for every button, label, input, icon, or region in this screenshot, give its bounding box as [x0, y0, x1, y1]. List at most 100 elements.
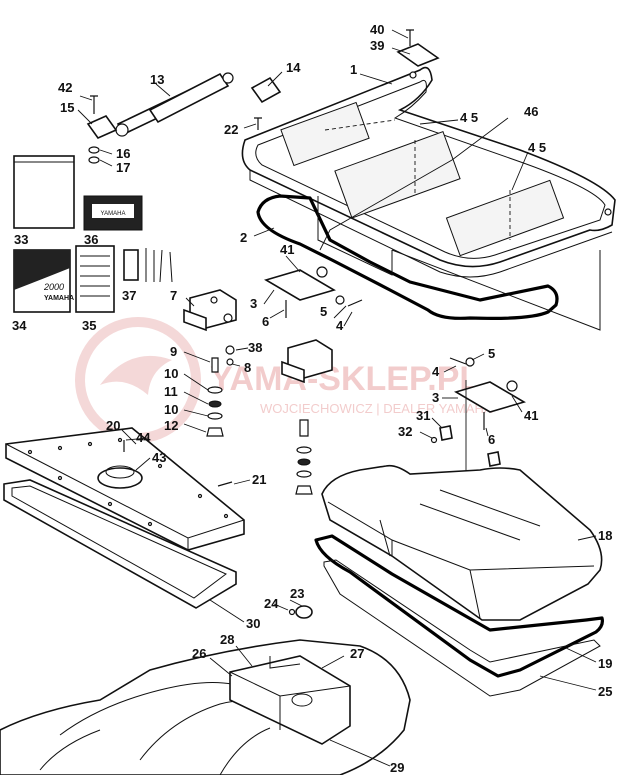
watermark-logo-mark	[100, 355, 172, 395]
part-19-gasket	[314, 534, 604, 678]
callout-22: 22	[224, 122, 238, 137]
watermark-brand: YAMA-SKLEP.PL	[210, 360, 480, 398]
callout-2: 2	[240, 230, 247, 245]
callout-3a: 3	[250, 296, 257, 311]
callout-10a: 10	[164, 366, 178, 381]
part-42-bolt	[90, 95, 98, 114]
callout-29: 29	[390, 760, 404, 775]
callout-14: 14	[286, 60, 301, 75]
video-label: YAMAHA	[101, 211, 126, 217]
callout-5b: 5	[488, 346, 495, 361]
callout-3b: 3	[432, 390, 439, 405]
part-2-frame	[317, 196, 393, 276]
callout-5a: 5	[320, 304, 327, 319]
callout-46: 46	[524, 104, 538, 119]
callout-19: 19	[598, 656, 612, 671]
callout-43: 43	[152, 450, 166, 465]
callout-4a: 4	[336, 318, 344, 333]
callout-39: 39	[370, 38, 384, 53]
callout-45a: 4 5	[460, 110, 478, 125]
part-17-nut	[88, 156, 100, 164]
part-1-lid	[241, 66, 616, 278]
callout-16: 16	[116, 146, 130, 161]
part-34-manual: 2000 YAMAHA	[13, 249, 74, 313]
part-31-clip	[439, 425, 453, 441]
part-25-mat	[323, 559, 601, 697]
leader-lines	[77, 29, 597, 767]
callout-13: 13	[150, 72, 164, 87]
callout-11: 11	[164, 384, 178, 399]
callout-41b: 41	[524, 408, 538, 423]
hull	[0, 639, 411, 775]
callout-41a: 41	[280, 242, 294, 257]
part-22-bolt	[254, 117, 262, 130]
callout-9: 9	[170, 344, 177, 359]
callout-25: 25	[598, 684, 612, 699]
callout-38: 38	[248, 340, 262, 355]
part-8-washer	[226, 358, 234, 366]
callout-31: 31	[416, 408, 430, 423]
part-18-storage-box	[321, 464, 603, 621]
callout-24: 24	[264, 596, 279, 611]
callout-36: 36	[84, 232, 98, 247]
callout-32: 32	[398, 424, 412, 439]
part-37-tool-kit	[123, 248, 173, 283]
part-32-screw	[430, 436, 438, 444]
part-33-sheet	[13, 155, 75, 229]
part-hinge-center	[281, 339, 333, 384]
callout-35: 35	[82, 318, 96, 333]
part-46-gasket	[256, 194, 559, 320]
watermark-sub: WOJCIECHOWICZ | DEALER YAMAHA	[260, 401, 493, 416]
part-14-bracket	[250, 76, 282, 104]
callout-34: 34	[12, 318, 27, 333]
part-43-cap	[97, 465, 143, 489]
part-9-12-stack-left	[206, 357, 224, 437]
part-stack-center	[295, 419, 313, 495]
callout-30: 30	[246, 616, 260, 631]
callout-labels: 1 40 39 14 13 42 15 16 17 22 4 5 46 4 5 …	[12, 22, 612, 775]
callout-17: 17	[116, 160, 130, 175]
part-39-plate	[396, 43, 440, 67]
part-21-screw	[217, 481, 233, 487]
callout-33: 33	[14, 232, 28, 247]
callout-4b: 4	[432, 364, 440, 379]
callout-12: 12	[164, 418, 178, 433]
callout-45b: 4 5	[528, 140, 546, 155]
part-36-video: YAMAHA	[83, 195, 143, 231]
part-3-plate-upper	[264, 269, 336, 301]
callout-7: 7	[170, 288, 177, 303]
callout-28: 28	[220, 632, 234, 647]
callout-1: 1	[350, 62, 357, 77]
callout-15: 15	[60, 100, 74, 115]
callout-6b: 6	[488, 432, 495, 447]
part-clip-2	[487, 451, 501, 467]
callout-18: 18	[598, 528, 612, 543]
part-35-leaflet	[75, 245, 115, 313]
part-24-screw	[288, 608, 296, 616]
part-40-screw	[406, 29, 414, 46]
callout-26: 26	[192, 646, 206, 661]
callout-10b: 10	[164, 402, 178, 417]
callout-27: 27	[350, 646, 364, 661]
callout-42: 42	[58, 80, 72, 95]
callout-37: 37	[122, 288, 136, 303]
callout-8: 8	[244, 360, 251, 375]
manual-label: YAMAHA	[44, 295, 74, 302]
part-7-hinge	[183, 289, 237, 332]
part-5-washer-upper	[335, 295, 345, 305]
callout-23: 23	[290, 586, 304, 601]
callout-44: 44	[136, 430, 151, 445]
callout-40: 40	[370, 22, 384, 37]
part-13-gas-strut	[115, 72, 234, 137]
part-4-bolt-upper	[347, 299, 363, 307]
part-3-plate-lower	[454, 381, 526, 413]
part-23-cap	[295, 605, 313, 619]
callout-20: 20	[106, 418, 120, 433]
part-27-28-inner-box	[229, 655, 351, 745]
part-38-nut	[225, 345, 235, 355]
part-15-bracket	[86, 115, 118, 139]
part-30-gasket	[3, 479, 237, 609]
part-16-washer	[88, 146, 100, 154]
callout-6a: 6	[262, 314, 269, 329]
